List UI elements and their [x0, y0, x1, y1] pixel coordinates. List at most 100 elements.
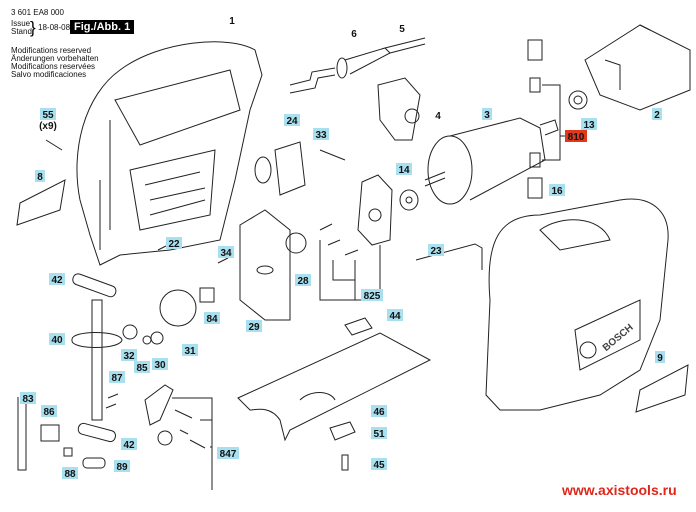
base-plate	[237, 317, 432, 471]
pins	[319, 223, 359, 256]
rip-fence	[71, 299, 123, 421]
part-label-31: 31	[182, 344, 198, 357]
part-number: 14	[398, 165, 410, 176]
label-bg	[109, 371, 125, 383]
part-number: 32	[123, 351, 135, 362]
part-label-34: 34	[218, 246, 234, 259]
label-bg	[387, 309, 403, 321]
part-number: 24	[286, 116, 298, 127]
label-bg	[152, 358, 168, 370]
part-label-22: 22	[166, 237, 182, 250]
label-bg	[371, 405, 387, 417]
part-number: 28	[297, 276, 309, 287]
part-label-1: 1	[229, 16, 235, 27]
label-bg	[35, 170, 45, 182]
part-label-28: 28	[295, 274, 311, 287]
roller-31	[159, 289, 197, 327]
issue-label-2: Stand	[11, 27, 32, 36]
label-bg	[121, 349, 137, 361]
label-bg	[295, 274, 311, 286]
part-label-33: 33	[313, 128, 329, 141]
part-number: 1	[229, 16, 235, 27]
part-label-32: 32	[121, 349, 137, 362]
screws-87	[105, 393, 119, 409]
part-label-30: 30	[152, 358, 168, 371]
gib-42	[72, 273, 117, 298]
issue-date: 18-08-08	[38, 23, 71, 32]
armature	[424, 117, 559, 205]
part-number: 40	[51, 335, 63, 346]
part-label-8: 8	[35, 170, 45, 183]
power-cord	[289, 37, 426, 94]
part-number: 31	[184, 346, 196, 357]
part-number: 8	[37, 172, 43, 183]
part-number: 34	[220, 248, 232, 259]
label-bg	[371, 427, 387, 439]
part-label-825: 825	[361, 289, 383, 302]
part-label-9: 9	[655, 351, 665, 364]
label-bg	[482, 108, 492, 120]
speed-knob	[274, 141, 306, 196]
bearing	[399, 189, 419, 211]
label-bg	[204, 312, 220, 324]
ring-89	[82, 457, 106, 469]
clamp-86	[40, 424, 60, 442]
plate-29	[239, 209, 291, 321]
sleeve-84	[199, 287, 215, 303]
part-number: 23	[430, 246, 442, 257]
part-label-55: 55(x9)	[39, 108, 57, 132]
part-label-16: 16	[549, 184, 565, 197]
label-bg	[581, 118, 597, 130]
hex-key-83	[17, 397, 34, 471]
label-bg	[121, 438, 137, 450]
label-bg	[49, 333, 65, 345]
switch	[377, 77, 421, 141]
carbon-brush	[529, 77, 541, 93]
part-number: 16	[551, 186, 563, 197]
leader-825	[319, 240, 381, 301]
brush-holder	[527, 39, 543, 61]
note-en: Modifications reserved	[11, 46, 92, 55]
part-number: 85	[136, 363, 148, 374]
part-label-88: 88	[62, 467, 78, 480]
part-number: 3	[484, 110, 490, 121]
gib-42b	[77, 422, 117, 443]
part-number: 84	[206, 314, 218, 325]
part-number: 4	[435, 111, 441, 122]
washer-30	[150, 331, 164, 345]
part-label-810: 810	[565, 130, 587, 143]
label-bg	[655, 351, 665, 363]
part-label-44: 44	[387, 309, 403, 322]
label-bg	[218, 246, 234, 258]
label-bg	[20, 392, 36, 404]
part-number: 42	[51, 275, 63, 286]
label-sheet-9	[635, 364, 689, 413]
leader-810	[542, 84, 565, 161]
screw-88	[63, 447, 73, 457]
part-number: 42	[123, 440, 135, 451]
part-number: 9	[657, 353, 663, 364]
brush-holder-16	[527, 177, 543, 199]
part-number: 810	[568, 132, 585, 143]
label-bg	[396, 163, 412, 175]
plate-slot	[256, 265, 274, 275]
label-bg	[361, 289, 383, 301]
part-label-83: 83	[20, 392, 36, 405]
screw-55	[45, 139, 63, 151]
part-labels: 1234568913141622232428293031323334404242…	[20, 16, 665, 480]
label-bg	[371, 458, 387, 470]
part-label-23: 23	[428, 244, 444, 257]
housing-half	[76, 41, 263, 266]
part-number: 825	[364, 291, 381, 302]
part-number: 86	[43, 407, 55, 418]
switch-knob	[404, 108, 420, 124]
note-fr: Modifications reservées	[11, 62, 96, 71]
part-label-86: 86	[41, 405, 57, 418]
part-label-85: 85	[134, 361, 150, 374]
leader-847	[172, 397, 213, 490]
lever-847	[144, 384, 174, 426]
part-number: 87	[111, 373, 123, 384]
part-number: 55	[42, 110, 54, 121]
